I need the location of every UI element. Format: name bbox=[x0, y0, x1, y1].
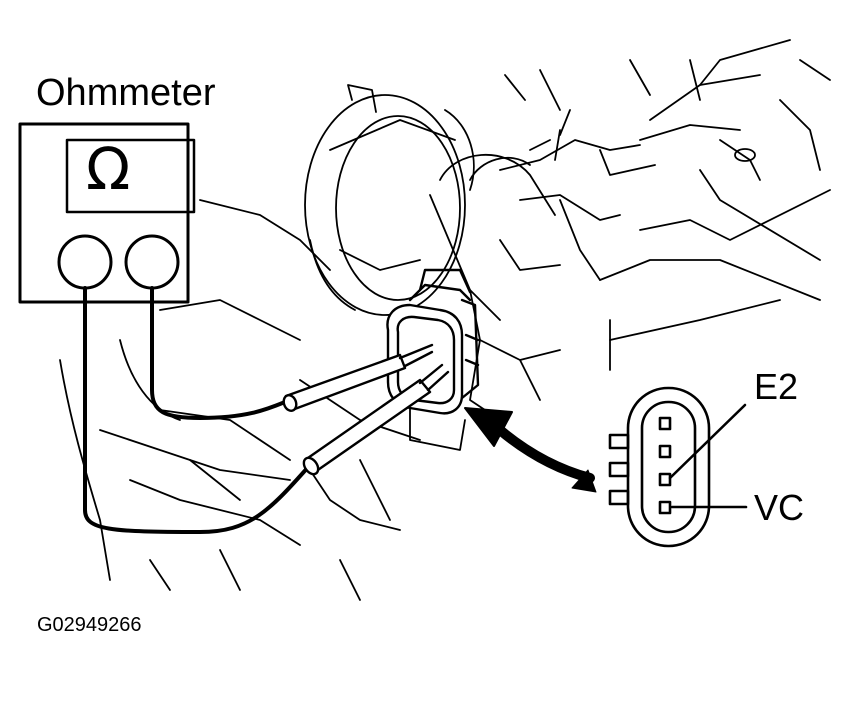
ohmmeter bbox=[18, 122, 196, 304]
test-lead-upper bbox=[150, 286, 292, 420]
terminal-4 bbox=[658, 500, 672, 515]
ohmmeter-jack-right bbox=[124, 234, 180, 290]
probe-upper bbox=[282, 343, 434, 412]
ohmmeter-display bbox=[65, 138, 196, 214]
figure-code: G02949266 bbox=[37, 614, 142, 636]
test-lead-lower bbox=[83, 286, 312, 534]
test-leads bbox=[83, 286, 312, 534]
probe-lower bbox=[302, 363, 450, 476]
connector-tab-2 bbox=[608, 461, 630, 478]
engine-line-art bbox=[59, 39, 831, 601]
ohmmeter-label: Ohmmeter bbox=[36, 72, 216, 114]
connector-outer-shell bbox=[626, 386, 711, 548]
terminal-2 bbox=[658, 444, 672, 459]
terminal-3 bbox=[658, 472, 672, 487]
connector-tab-1 bbox=[608, 433, 630, 450]
leader-line-e2 bbox=[668, 403, 747, 480]
terminal-1 bbox=[658, 416, 672, 431]
ohmmeter-jack-left bbox=[57, 234, 113, 290]
terminal-label-e2: E2 bbox=[754, 366, 799, 407]
connector-inner-shell bbox=[640, 400, 697, 534]
connector-detail bbox=[608, 386, 748, 548]
ohm-symbol: Ω bbox=[86, 135, 131, 203]
pointer-arrow bbox=[464, 407, 597, 493]
terminal-label-vc: VC bbox=[754, 487, 805, 528]
connector-tab-3 bbox=[608, 489, 630, 506]
